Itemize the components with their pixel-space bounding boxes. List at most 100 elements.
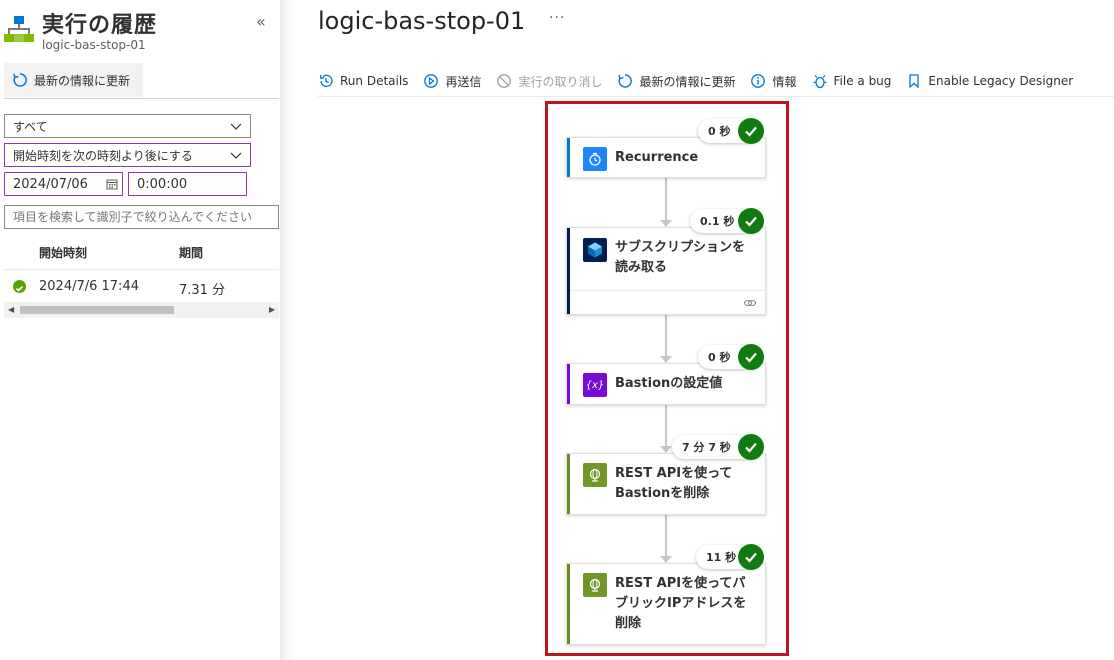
status-filter-value: すべて	[13, 119, 48, 134]
cancel-icon	[497, 74, 512, 88]
link-icon[interactable]	[743, 297, 757, 309]
chevron-down-icon	[230, 152, 242, 159]
connector-line	[665, 515, 667, 557]
step-duration: 7 分 7 秒	[682, 441, 731, 454]
time-value: 0:00:00	[137, 176, 188, 192]
refresh-icon	[13, 73, 27, 87]
step-label: REST APIを使って Bastionを削除	[615, 466, 733, 501]
connector-arrow-icon	[660, 356, 672, 363]
step-duration-badge: 0 秒	[698, 344, 764, 370]
azure-resource-manager-icon	[583, 238, 607, 262]
run-toolbar: Run Details 再送信 実行の取り消し 最新の情報に更新 情報	[318, 70, 1088, 92]
connector-line	[665, 315, 667, 357]
calendar-icon	[106, 179, 118, 190]
success-check-icon	[738, 544, 764, 570]
date-value: 2024/07/06	[13, 176, 88, 192]
cancel-run-label: 実行の取り消し	[518, 74, 603, 89]
table-horizontal-scrollbar[interactable]: ◀ ▶	[4, 302, 279, 318]
step-duration-badge: 11 秒	[696, 544, 764, 570]
table-header-divider	[4, 269, 279, 270]
blade-subtitle: logic-bas-stop-01	[42, 38, 146, 52]
workflow-step-delete-bastion[interactable]: REST APIを使って Bastionを削除	[566, 453, 766, 515]
step-footer	[570, 290, 765, 314]
sidebar-refresh-button[interactable]: 最新の情報に更新	[4, 63, 143, 97]
http-globe-icon	[583, 463, 607, 487]
scroll-left-arrow-icon[interactable]: ◀	[8, 305, 15, 314]
success-check-icon	[738, 344, 764, 370]
refresh-icon	[618, 74, 633, 88]
info-button[interactable]: 情報	[750, 73, 797, 90]
chevron-down-icon	[230, 123, 242, 130]
bookmark-icon	[909, 74, 920, 89]
more-options-button[interactable]: ···	[549, 10, 566, 26]
success-check-icon	[738, 118, 764, 144]
workflow-step-bastion-settings[interactable]: {x} Bastionの設定値	[566, 363, 766, 405]
workflow-step-delete-public-ip[interactable]: REST APIを使ってパブリックIPアドレスを削除	[566, 563, 766, 645]
connector-line	[665, 405, 667, 447]
succeeded-status-icon	[13, 280, 26, 293]
run-search-input[interactable]	[4, 205, 279, 229]
info-icon	[751, 74, 766, 88]
clock-icon	[583, 147, 607, 171]
logic-app-icon	[4, 14, 34, 44]
run-history-blade: 実行の履歴 logic-bas-stop-01 « 最新の情報に更新 すべて 開…	[0, 0, 280, 660]
step-duration-badge: 0.1 秒	[690, 208, 764, 234]
step-duration-badge: 0 秒	[698, 118, 764, 144]
step-label: サブスクリプションを読み取る	[615, 240, 746, 275]
scrollbar-thumb[interactable]	[20, 306, 174, 314]
date-picker-input[interactable]: 2024/07/06	[4, 172, 123, 196]
connector-arrow-icon	[660, 220, 672, 227]
http-globe-icon	[583, 573, 607, 597]
step-label: REST APIを使ってパブリックIPアドレスを削除	[615, 576, 747, 631]
run-details-button[interactable]: Run Details	[318, 73, 408, 89]
success-check-icon	[738, 208, 764, 234]
time-filter-value: 開始時刻を次の時刻より後にする	[13, 148, 193, 163]
time-input[interactable]: 0:00:00	[128, 172, 247, 196]
cancel-run-button[interactable]: 実行の取り消し	[496, 73, 602, 90]
step-duration: 0.1 秒	[700, 215, 735, 228]
refresh-label: 最新の情報に更新	[639, 74, 736, 89]
bug-icon	[813, 75, 826, 89]
workflow-step-recurrence[interactable]: Recurrence	[566, 137, 766, 178]
page-title: logic-bas-stop-01	[318, 7, 526, 35]
step-label: Bastionの設定値	[615, 376, 723, 391]
collapse-blade-button[interactable]: «	[256, 12, 266, 31]
step-label: Recurrence	[615, 150, 699, 165]
column-header-duration[interactable]: 期間	[179, 246, 204, 260]
resubmit-label: 再送信	[445, 74, 482, 89]
step-accent-bar	[567, 364, 570, 404]
connector-line	[665, 178, 667, 220]
workflow-highlight-frame	[545, 101, 789, 656]
step-accent-bar	[567, 138, 570, 177]
resubmit-button[interactable]: 再送信	[423, 73, 481, 90]
history-icon	[319, 74, 333, 87]
connector-arrow-icon	[660, 556, 672, 563]
file-bug-label: File a bug	[833, 74, 892, 88]
refresh-button[interactable]: 最新の情報に更新	[617, 73, 735, 90]
run-duration: 7.31 分	[179, 283, 226, 298]
blade-title: 実行の履歴	[42, 13, 158, 38]
enable-legacy-designer-label: Enable Legacy Designer	[928, 74, 1074, 88]
resubmit-icon	[424, 74, 439, 88]
scroll-right-arrow-icon[interactable]: ▶	[268, 305, 275, 314]
step-duration-badge: 7 分 7 秒	[672, 434, 764, 460]
column-header-start-time[interactable]: 開始時刻	[39, 246, 88, 260]
run-start-time: 2024/7/6 17:44	[39, 279, 139, 294]
variable-icon: {x}	[583, 373, 607, 397]
workflow-step-read-subscription[interactable]: サブスクリプションを読み取る	[566, 227, 766, 315]
step-duration: 0 秒	[708, 125, 731, 138]
sidebar-divider	[4, 98, 279, 99]
run-details-label: Run Details	[340, 74, 409, 88]
time-filter-dropdown[interactable]: 開始時刻を次の時刻より後にする	[4, 143, 251, 167]
step-duration: 0 秒	[708, 351, 731, 364]
info-label: 情報	[772, 74, 797, 89]
enable-legacy-designer-button[interactable]: Enable Legacy Designer	[906, 73, 1073, 89]
connector-arrow-icon	[660, 446, 672, 453]
file-bug-button[interactable]: File a bug	[812, 73, 892, 89]
success-check-icon	[738, 434, 764, 460]
sidebar-refresh-label: 最新の情報に更新	[34, 73, 131, 88]
blade-separator	[280, 0, 298, 660]
toolbar-divider	[318, 96, 1114, 97]
step-accent-bar	[567, 228, 570, 314]
status-filter-dropdown[interactable]: すべて	[4, 114, 251, 138]
